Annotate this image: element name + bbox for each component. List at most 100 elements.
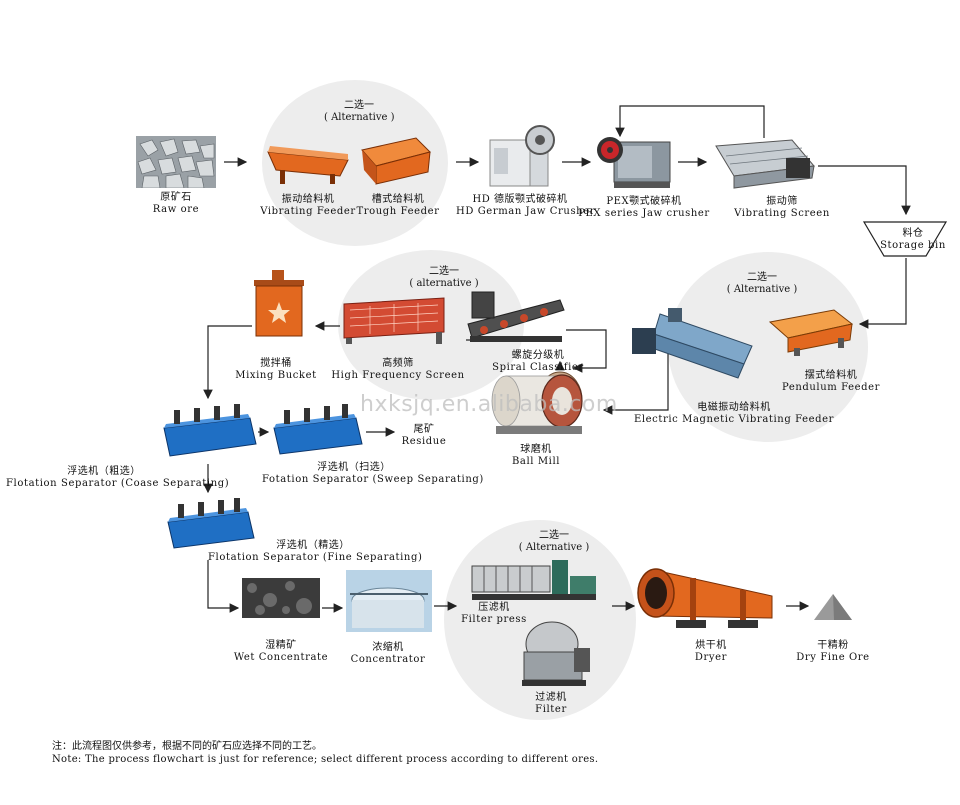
residue-en: Residue: [401, 436, 447, 447]
pendulum-feeder-zh: 摆式给料机: [804, 370, 858, 381]
screen-alternative-en: ( alternative ): [409, 278, 479, 289]
ball-mill-label: 球磨机 Ball Mill: [496, 444, 576, 468]
arrow-screen-to-classifier: [566, 329, 607, 373]
em-vibrating-feeder-image: [632, 308, 753, 379]
trough-feeder-en: Trough Feeder: [356, 206, 440, 217]
vibrating-feeder-zh: 振动给料机: [281, 194, 335, 205]
vibrating-screen-en: Vibrating Screen: [734, 208, 830, 219]
mixing-bucket-image: [254, 270, 304, 337]
filter-press-zh: 压滤机: [478, 602, 510, 613]
arrow-screen-to-bin: [818, 165, 911, 216]
flotation-coarse-label: 浮选机（粗选） Flotation Separator (Coase Separ…: [6, 466, 230, 490]
vibrating-feeder-image: [267, 146, 349, 184]
hd-jaw-crusher-zh: HD 德版颚式破碎机: [472, 194, 568, 205]
pex-jaw-crusher-label: PEX颚式破碎机 PEX series Jaw crusher: [576, 196, 712, 220]
filter-label: 过滤机 Filter: [516, 692, 586, 716]
ball-mill-image: [491, 371, 583, 434]
pex-jaw-crusher-image: [597, 137, 671, 188]
raw-ore-zh: 原矿石: [160, 192, 192, 203]
storage-bin-zh: 料仓: [902, 228, 924, 239]
trough-feeder-zh: 槽式给料机: [371, 194, 425, 205]
spiral-classifier-image: [467, 291, 565, 342]
residue-label: 尾矿 Residue: [396, 424, 452, 448]
filter-zh: 过滤机: [535, 692, 567, 703]
mixing-bucket-zh: 搅拌桶: [260, 358, 292, 369]
pex-jaw-crusher-zh: PEX颚式破碎机: [606, 196, 682, 207]
arrow-screen-return: [615, 105, 765, 138]
filter-press-image: [471, 560, 596, 600]
dry-fine-ore-en: Dry Fine Ore: [796, 652, 870, 663]
flotation-sweep-en: Fotation Separator (Sweep Separating): [262, 474, 484, 485]
storage-bin-en: Storage bin: [880, 240, 946, 251]
trough-feeder-label: 槽式给料机 Trough Feeder: [350, 194, 446, 218]
filter-alternative-en: ( Alternative ): [518, 542, 590, 553]
flotation-sweep-zh: 浮选机（扫选）: [317, 462, 391, 473]
vibrating-feeder-label: 振动给料机 Vibrating Feeder: [256, 194, 360, 218]
pex-jaw-crusher-en: PEX series Jaw crusher: [578, 208, 710, 219]
storage-bin-image: [862, 221, 948, 257]
high-frequency-screen-en: High Frequency Screen: [331, 370, 465, 381]
footnote-zh: 注：此流程图仅供参考，根据不同的矿石应选择不同的工艺。: [52, 741, 322, 752]
high-frequency-screen-image: [343, 297, 445, 344]
em-vibrating-feeder-label: 电磁振动给料机 Electric Magnetic Vibrating Feed…: [628, 402, 840, 426]
spiral-classifier-en: Spiral Classifier: [492, 362, 584, 373]
arrow-bin-to-pendulum: [858, 258, 907, 329]
dryer-en: Dryer: [694, 652, 728, 663]
raw-ore-label: 原矿石 Raw ore: [126, 192, 226, 216]
filter-alternative-zh: 二选一: [539, 530, 569, 541]
concentrator-label: 浓缩机 Concentrator: [340, 642, 436, 666]
ball-mill-zh: 球磨机: [520, 444, 552, 455]
dry-fine-ore-image: [814, 594, 852, 620]
flotation-fine-en: Flotation Separator (Fine Separating): [208, 552, 423, 563]
pendulum-feeder-en: Pendulum Feeder: [781, 382, 881, 393]
filter-alternative-label: 二选一 ( Alternative ): [514, 530, 594, 554]
residue-zh: 尾矿: [413, 424, 435, 435]
wet-concentrate-en: Wet Concentrate: [233, 652, 329, 663]
dry-fine-ore-label: 干精粉 Dry Fine Ore: [790, 640, 876, 664]
wet-concentrate-image: [242, 578, 320, 618]
concentrator-zh: 浓缩机: [372, 642, 404, 653]
spiral-classifier-label: 螺旋分级机 Spiral Classifier: [490, 350, 586, 374]
hd-jaw-crusher-label: HD 德版颚式破碎机 HD German Jaw Crusher: [456, 194, 596, 218]
filter-en: Filter: [535, 704, 567, 715]
concentrator-image: [346, 570, 432, 632]
watermark: hxksjq.en.alibaba.com: [360, 392, 618, 417]
arrow-em-to-mill: [602, 350, 669, 415]
flotation-coarse-image: [163, 404, 257, 457]
dry-fine-ore-zh: 干精粉: [817, 640, 849, 651]
filter-press-label: 压滤机 Filter press: [454, 602, 534, 626]
pendulum-alternative-en: ( Alternative ): [726, 284, 798, 295]
pendulum-feeder-image: [768, 309, 854, 356]
feeder-alternative-zh: 二选一: [344, 100, 374, 111]
raw-ore-en: Raw ore: [152, 204, 200, 215]
filter-press-en: Filter press: [461, 614, 527, 625]
mixing-bucket-en: Mixing Bucket: [235, 370, 317, 381]
storage-bin-label: 料仓 Storage bin: [868, 228, 958, 252]
screen-alternative-label: 二选一 ( alternative ): [404, 266, 484, 290]
wet-concentrate-label: 湿精矿 Wet Concentrate: [226, 640, 336, 664]
hd-jaw-crusher-en: HD German Jaw Crusher: [456, 206, 596, 217]
dryer-label: 烘干机 Dryer: [676, 640, 746, 664]
trough-feeder-image: [361, 137, 431, 185]
ball-mill-en: Ball Mill: [511, 456, 561, 467]
raw-ore-image: [136, 136, 216, 188]
flotation-coarse-en: Flotation Separator (Coase Separating): [6, 478, 230, 489]
wet-concentrate-zh: 湿精矿: [265, 640, 297, 651]
concentrator-en: Concentrator: [350, 654, 426, 665]
spiral-classifier-zh: 螺旋分级机: [511, 350, 565, 361]
filter-image: [522, 621, 590, 686]
feeder-alternative-en: ( Alternative ): [324, 112, 395, 123]
flotation-fine-image: [167, 498, 255, 549]
screen-alternative-zh: 二选一: [429, 266, 459, 277]
footnote-en: Note: The process flowchart is just for …: [52, 754, 599, 765]
high-frequency-screen-label: 高频筛 High Frequency Screen: [330, 358, 466, 382]
filter-alternative-circle: [444, 520, 636, 720]
high-frequency-screen-zh: 高频筛: [382, 358, 414, 369]
flotation-fine-zh: 浮选机（精选）: [276, 540, 350, 551]
vibrating-screen-image: [715, 139, 815, 189]
vibrating-feeder-en: Vibrating Feeder: [260, 206, 356, 217]
pendulum-alternative-zh: 二选一: [747, 272, 777, 283]
arrow-mixer-to-coarse: [203, 325, 252, 400]
vibrating-screen-label: 振动筛 Vibrating Screen: [730, 196, 834, 220]
flotation-fine-label: 浮选机（精选） Flotation Separator (Fine Separa…: [208, 540, 423, 564]
